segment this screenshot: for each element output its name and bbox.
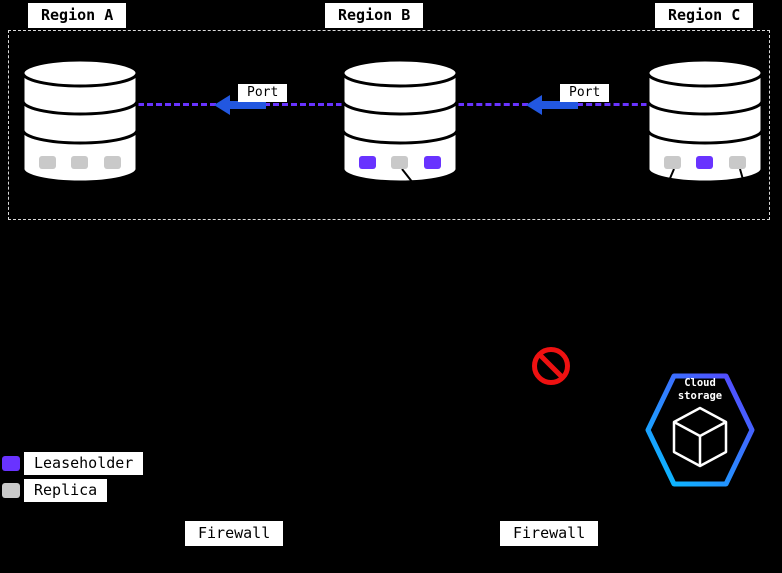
- replica-square: [424, 156, 441, 169]
- replica-legend-label: Replica: [24, 479, 108, 502]
- callout-tick: [667, 168, 675, 184]
- cloud-storage-label: Cloud storage: [677, 377, 723, 403]
- database-region-b: [340, 56, 460, 186]
- callout-tick: [401, 168, 414, 184]
- replica-square: [664, 156, 681, 169]
- region-a-label: Region A: [28, 3, 127, 28]
- database-icon: [21, 58, 139, 184]
- database-region-c: [645, 56, 765, 186]
- replica-square: [391, 156, 408, 169]
- callout-tick: [739, 168, 745, 184]
- firewall-label-2: Firewall: [500, 521, 599, 546]
- left-arrow-icon: [214, 95, 266, 115]
- cloud-storage-hexagon: [645, 373, 755, 487]
- left-arrow-icon: [526, 95, 578, 115]
- replica-square: [104, 156, 121, 169]
- leaseholder-legend-label: Leaseholder: [24, 452, 144, 475]
- replica-square: [696, 156, 713, 169]
- database-region-a: [20, 56, 140, 186]
- port-label: Port: [560, 84, 610, 103]
- region-c-label: Region C: [655, 3, 754, 28]
- replica-square: [729, 156, 746, 169]
- replica-swatch: [2, 483, 20, 498]
- firewall-label-1: Firewall: [185, 521, 284, 546]
- cube-icon: [672, 406, 728, 468]
- no-entry-icon: [532, 347, 570, 385]
- replica-square: [39, 156, 56, 169]
- leaseholder-swatch: [2, 456, 20, 471]
- database-icon: [341, 58, 459, 184]
- replica-square: [71, 156, 88, 169]
- region-b-label: Region B: [325, 3, 424, 28]
- port-label: Port: [238, 84, 288, 103]
- replica-square: [359, 156, 376, 169]
- database-icon: [646, 58, 764, 184]
- hexagon-border: [645, 373, 755, 487]
- cluster-boundary: [8, 30, 770, 220]
